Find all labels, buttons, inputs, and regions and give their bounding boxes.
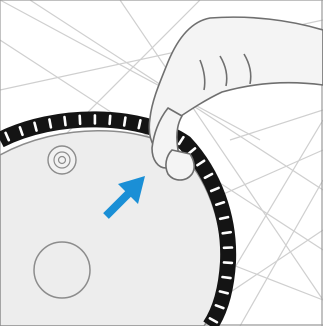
ring-tick (224, 262, 232, 263)
bolt-icon (48, 146, 76, 174)
ring-tick (223, 232, 231, 233)
ring-tick (65, 117, 66, 125)
ring-tick (220, 291, 228, 293)
ring-tick (49, 120, 51, 128)
ring-tick (223, 277, 231, 278)
ring-tick (124, 118, 125, 126)
ring-tick (110, 116, 111, 124)
rotor (0, 115, 232, 326)
hub-hole (34, 242, 90, 298)
ring-tick (139, 120, 141, 128)
ring-tick (220, 217, 228, 219)
